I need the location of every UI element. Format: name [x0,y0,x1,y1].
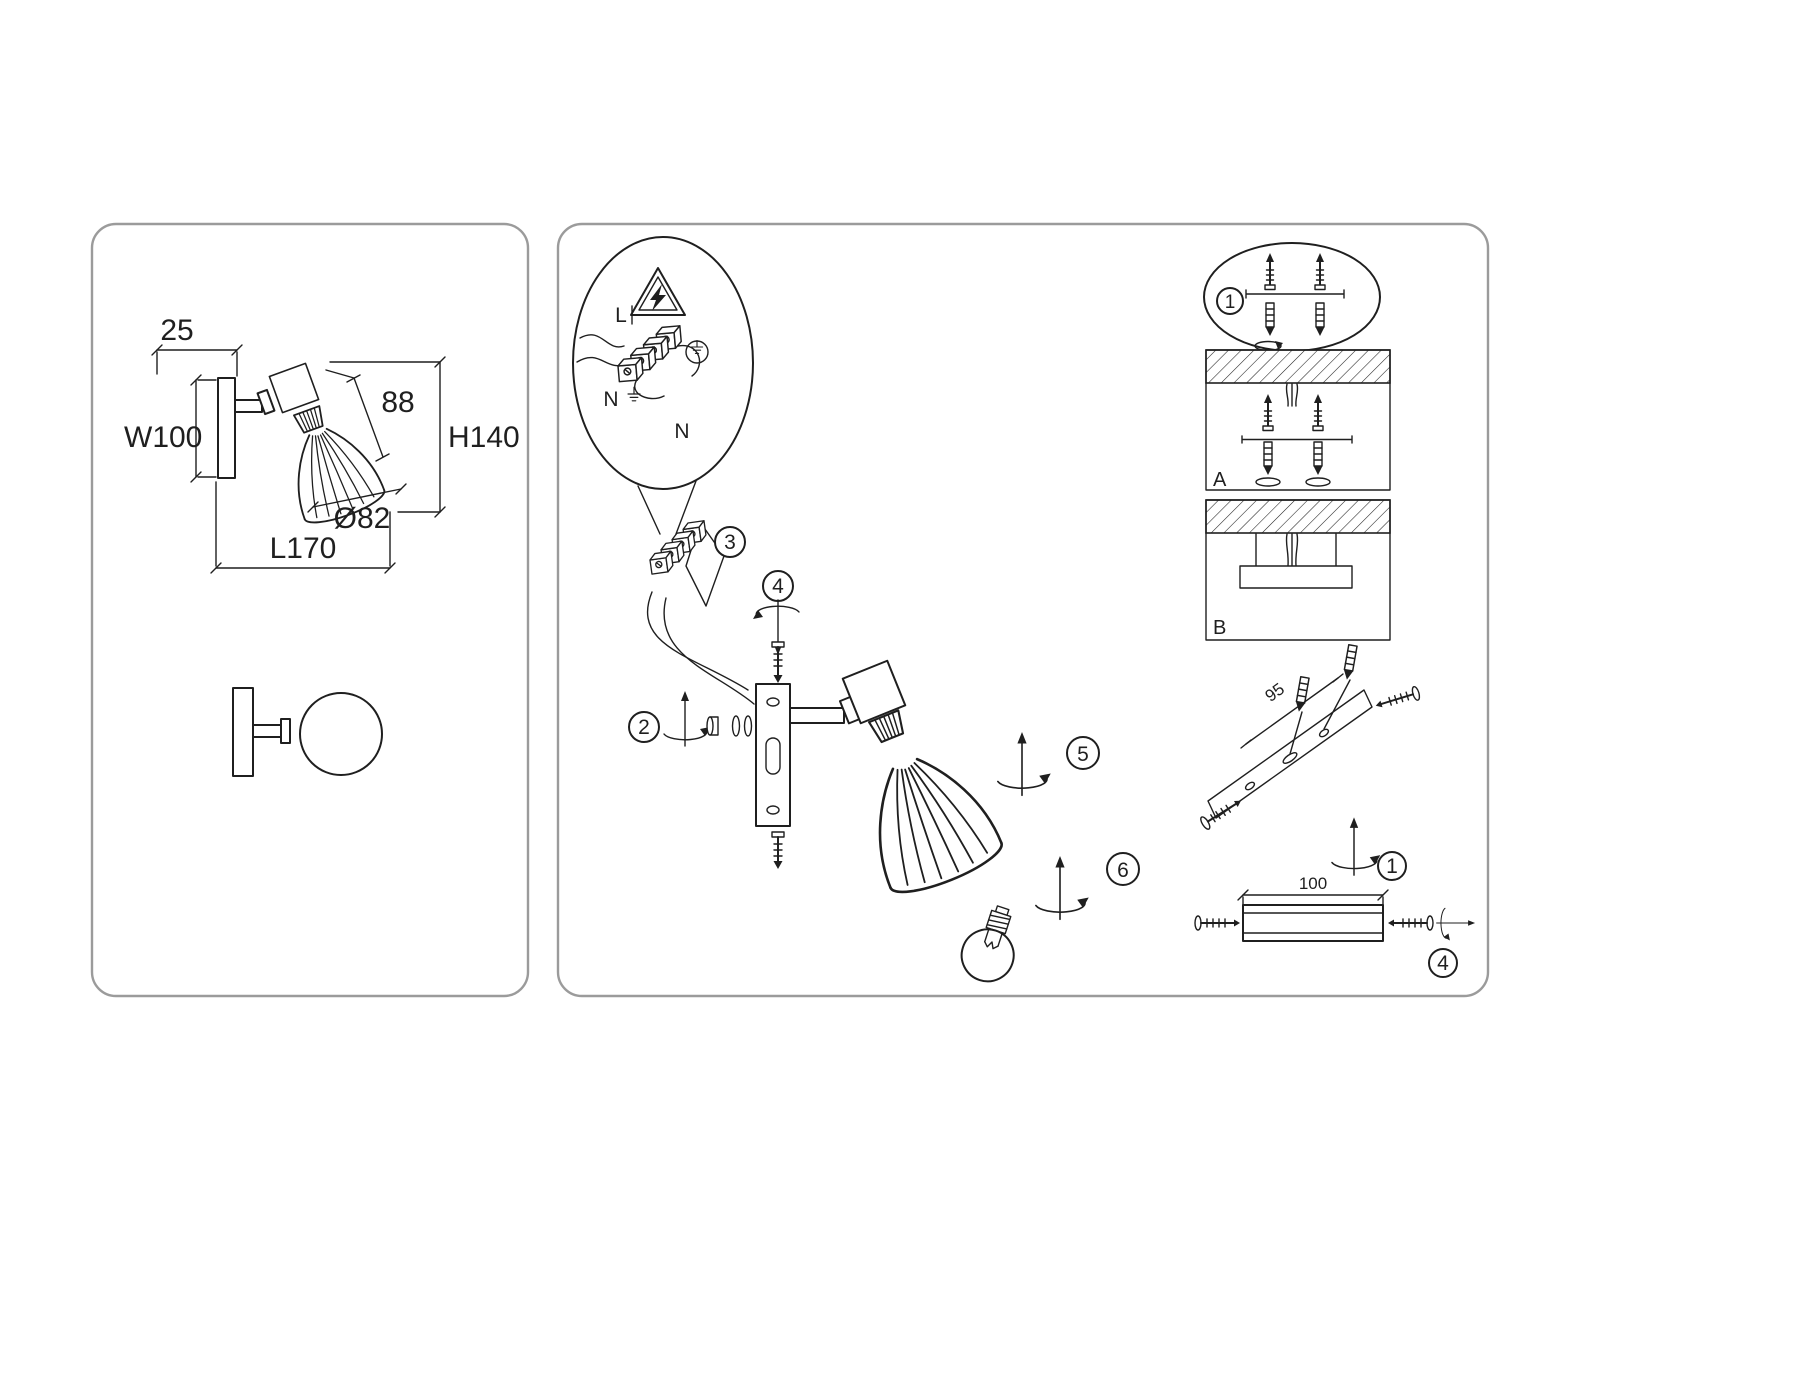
callout-leader [675,480,697,535]
dim-total-height-label: H140 [448,421,520,454]
lamp-side-view [217,362,389,531]
lamp-arm [789,707,845,724]
mounting-hardware-callout: 1 [1203,242,1381,352]
step-bracket: 1 [1377,851,1407,881]
step-number: 1 [1225,292,1236,313]
supply-wires [1285,533,1299,567]
washer-part [731,715,741,737]
step-number: 3 [724,531,736,554]
mounting-option-b: B [1205,499,1391,641]
strap-hole [1318,728,1330,738]
ball-shade [299,692,383,776]
dimensions-panel-frame [90,222,530,998]
dim-total-height: H140 [329,356,520,518]
lamp-arm [234,399,263,413]
ceiling-hatch [1205,499,1391,534]
step-circle [1428,948,1458,978]
mounting-option-a: A [1205,349,1391,491]
step-circle [1216,287,1244,315]
step-rotate-joint: 2 [628,711,660,743]
step-terminal-block: 3 [714,526,746,558]
dim-shade-diameter: Ø82 [307,483,407,535]
option-a-label: A [1213,469,1227,491]
option-b-label: B [1213,617,1226,639]
callout-bubble [572,236,754,490]
canopy-front-view: 100 4 [1194,874,1476,978]
bracket-hole [766,697,780,707]
step-insert-bulb: 6 [1106,852,1140,886]
supply-wires [1285,383,1299,407]
step-number: 5 [1077,743,1089,766]
arm-joint [256,388,276,416]
lamp-arm [252,724,284,738]
step-circle [1377,851,1407,881]
callout-leader [637,485,661,535]
canopy [1239,565,1353,589]
step-number: 6 [1117,859,1129,882]
dim-total-length: L170 [210,481,396,574]
step-number: 4 [1437,952,1449,975]
step-circle [1066,736,1100,770]
exploded-assembly: 3 2 4 [628,521,1140,990]
dim-shade-diameter-label: Ø82 [334,502,391,535]
step-circle [714,526,746,558]
spacer-part [706,716,714,736]
installation-panel: L N N 3 2 4 [556,222,1490,998]
wire [677,344,701,377]
dim-canopy-length-label: 100 [1299,874,1327,893]
lamp-ball-view [232,687,383,777]
top-screw [771,641,785,683]
step-lock-screw: 4 [762,570,794,602]
bracket-profile [1241,435,1353,444]
bracket-slot [765,737,781,775]
strap-hole [1244,781,1256,791]
neutral-label-2: N [674,420,689,443]
ceiling-hatch [1205,349,1391,384]
step-circle [628,711,660,743]
wire [579,334,625,348]
step-anchors: 1 [1216,287,1244,315]
bracket-hole [766,805,780,815]
bracket-perspective: 95 1 [1198,643,1422,881]
dim-shade-height-label: 88 [381,386,414,419]
step-circle [1106,852,1140,886]
live-label: L [615,304,627,327]
step-attach-shade: 5 [1066,736,1100,770]
bottom-screw [771,831,785,869]
dim-plate-offset: 25 [151,314,243,377]
dim-plate-width: W100 [124,374,217,483]
dim-total-length-label: L170 [270,532,337,565]
canopy-body [1242,904,1384,942]
wall-plate [217,377,236,479]
step-number: 2 [638,716,650,739]
wall-plate [232,687,254,777]
dim-canopy-length: 100 [1237,874,1389,906]
step-canopy: 4 [1428,948,1458,978]
dim-shade-height: 88 [325,369,415,462]
strap-slot [1282,752,1298,764]
mounting-bracket [755,683,791,827]
rotation-ellipse [1305,477,1331,487]
wire [646,591,749,691]
neutral-label: N [603,388,618,411]
dim-plate-offset-label: 25 [160,314,193,347]
step-number: 1 [1386,855,1398,878]
dimensions-panel: 25 W100 88 H140 Ø82 [90,222,530,998]
washer-part [743,715,753,737]
bracket-profile [1245,289,1345,299]
rotation-ellipse [1255,477,1281,487]
wire [663,597,755,705]
arm-hub [280,718,291,744]
step-number: 4 [772,575,784,598]
wiring-callout: L N N [572,236,754,535]
dim-plate-width-label: W100 [124,421,202,454]
